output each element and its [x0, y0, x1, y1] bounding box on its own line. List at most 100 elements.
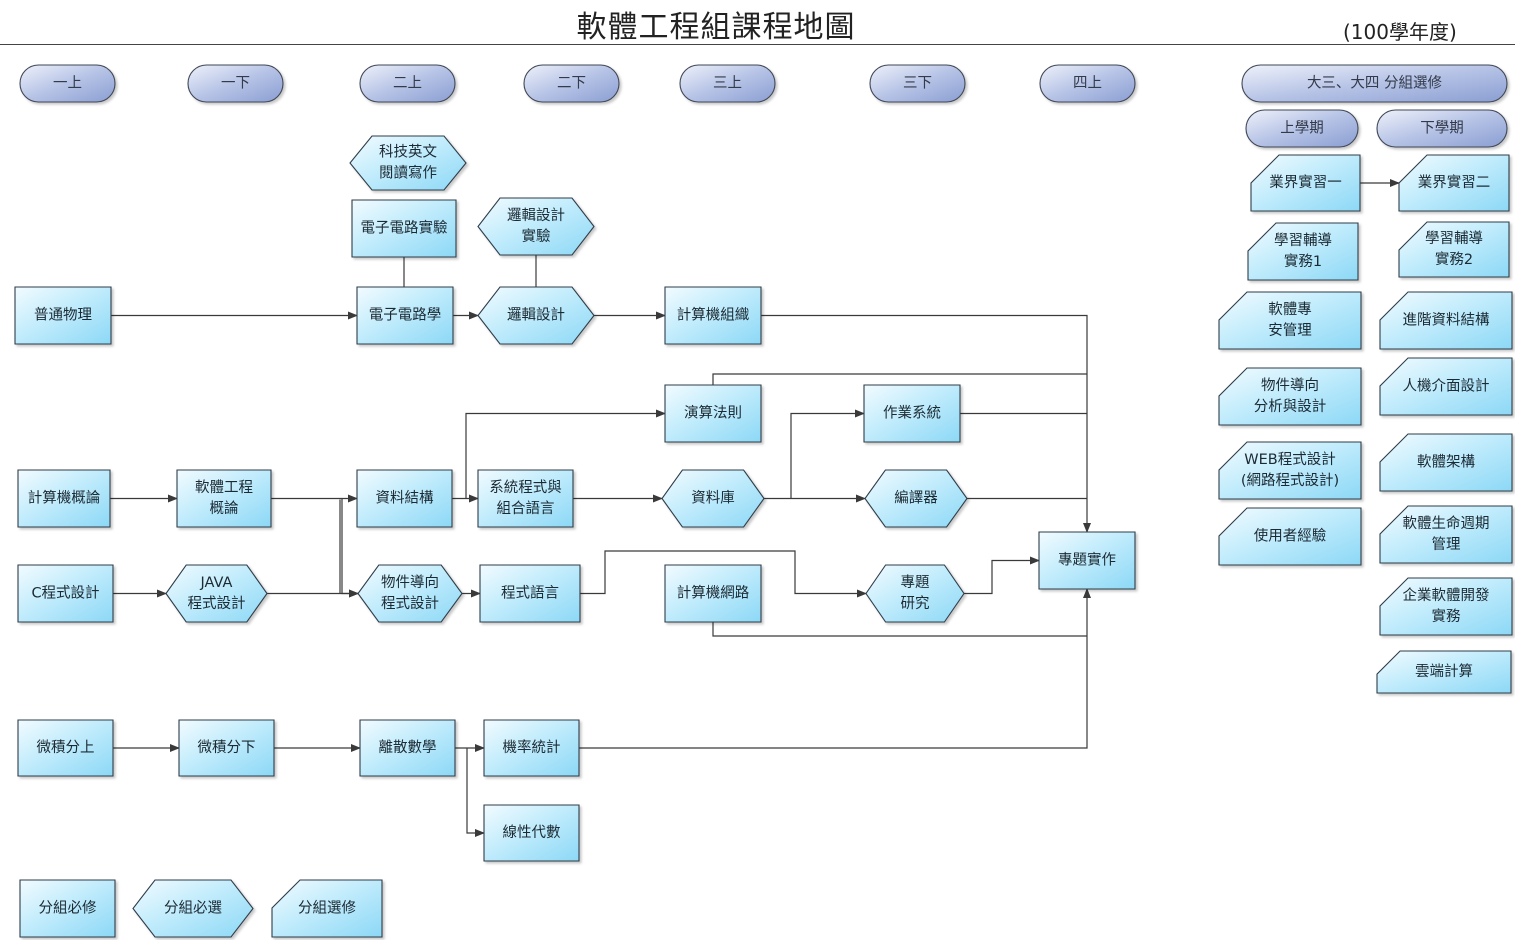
course-node-intern2[interactable]: 業界實習二: [1398, 154, 1510, 212]
course-label: 計算機概論: [28, 490, 101, 507]
legend-swatch: [19, 879, 116, 938]
course-shape-elective: [1379, 505, 1513, 564]
legend-item-elective: 分組選修: [271, 879, 383, 938]
course-node-discrete[interactable]: 離散數學: [359, 719, 456, 777]
course-label: 資料結構: [376, 490, 434, 507]
semester-pill: [1241, 64, 1508, 103]
course-node-algorithms[interactable]: 演算法則: [664, 384, 762, 443]
course-node-comp-org[interactable]: 計算機組織: [664, 286, 762, 345]
semester-pill: [1376, 109, 1508, 148]
course-label: 企業軟體開發: [1403, 586, 1490, 604]
legend-swatch: [132, 879, 254, 938]
course-node-intro-cs[interactable]: 計算機概論: [17, 469, 111, 528]
course-label: 演算法則: [684, 405, 742, 422]
course-label: 實務1: [1284, 252, 1322, 270]
semester-header-upper: 上學期: [1245, 109, 1359, 148]
course-node-database[interactable]: 資料庫: [661, 469, 765, 528]
course-node-ux[interactable]: 使用者經驗: [1218, 507, 1362, 566]
semester-header-lower: 下學期: [1376, 109, 1508, 148]
course-shape-required: [14, 286, 112, 345]
course-node-physics[interactable]: 普通物理: [14, 286, 112, 345]
course-node-web[interactable]: WEB程式設計(網路程式設計): [1218, 441, 1362, 500]
course-label: 閱讀寫作: [379, 164, 437, 182]
course-node-sw-arch[interactable]: 軟體架構: [1379, 433, 1513, 492]
course-label: 安管理: [1268, 322, 1312, 339]
course-node-data-struct[interactable]: 資料結構: [356, 469, 453, 528]
course-node-probability[interactable]: 機率統計: [483, 719, 580, 777]
course-label: 軟體工程: [195, 479, 253, 496]
course-node-os[interactable]: 作業系統: [863, 384, 961, 443]
course-node-hci[interactable]: 人機介面設計: [1379, 357, 1513, 416]
course-shape-elective: [1376, 650, 1512, 694]
course-label: 計算機組織: [677, 307, 750, 324]
legend-label: 分組必修: [39, 900, 97, 917]
course-label: 管理: [1432, 536, 1461, 553]
course-shape-required-elective: [349, 135, 467, 191]
course-label: 科技英文: [379, 143, 437, 161]
course-node-electronics[interactable]: 電子電路學: [356, 286, 454, 345]
semester-header-s2: 一下: [187, 64, 284, 103]
course-shape-elective: [1398, 154, 1510, 212]
course-shape-required-elective: [165, 564, 268, 623]
course-node-c-prog[interactable]: C程式設計: [17, 564, 114, 623]
course-label: 實務2: [1435, 250, 1473, 268]
course-shape-required-elective: [661, 469, 765, 528]
course-shape-elective: [1218, 441, 1362, 500]
course-shape-elective: [1218, 291, 1362, 350]
course-node-elec-lab[interactable]: 電子電路實驗: [351, 199, 457, 258]
course-label: 程式設計: [188, 595, 246, 612]
course-node-linear-algebra[interactable]: 線性代數: [483, 804, 580, 862]
course-node-adv-ds[interactable]: 進階資料結構: [1379, 291, 1513, 350]
course-shape-required: [17, 469, 111, 528]
course-shape-required: [479, 564, 581, 623]
course-label: 軟體專: [1268, 301, 1312, 318]
semester-label: 二上: [393, 75, 422, 92]
course-node-calc2[interactable]: 微積分下: [178, 719, 275, 777]
course-label: 邏輯設計: [507, 207, 565, 224]
edge-intro-se-to-oop: [341, 498, 359, 598]
course-node-calc1[interactable]: 微積分上: [17, 719, 114, 777]
course-label: 普通物理: [34, 307, 92, 324]
course-node-intern1[interactable]: 業界實習一: [1250, 154, 1361, 212]
course-label: 研究: [901, 595, 930, 612]
course-label: 物件導向: [1261, 377, 1319, 394]
course-node-capstone[interactable]: 專題實作: [1038, 531, 1136, 590]
course-label: WEB程式設計: [1244, 451, 1335, 468]
course-node-networks[interactable]: 計算機網路: [664, 564, 762, 623]
course-node-cloud[interactable]: 雲端計算: [1376, 650, 1512, 694]
course-shape-required: [477, 469, 574, 528]
course-shape-required-elective: [477, 197, 595, 256]
legend: 分組必修分組必選分組選修: [19, 879, 383, 938]
course-node-compiler[interactable]: 編譯器: [864, 469, 968, 528]
course-node-prog-lang[interactable]: 程式語言: [479, 564, 581, 623]
course-label: C程式設計: [31, 585, 99, 602]
course-label: 作業系統: [883, 405, 941, 422]
semester-header-s5: 三上: [679, 64, 776, 103]
edge-prog-lang-to-research: [580, 550, 867, 598]
edge-data-struct-to-algorithms: [465, 409, 666, 499]
academic-year: (100學年度): [1343, 20, 1457, 44]
course-shape-required: [17, 564, 114, 623]
course-shape-required: [664, 286, 762, 345]
course-node-logic[interactable]: 邏輯設計: [477, 286, 595, 345]
edge-comp-org-to-capstone: [761, 314, 1091, 533]
semester-pill: [869, 64, 966, 103]
semester-label: 上學期: [1280, 119, 1324, 137]
semester-headers: 一上一下二上二下三上三下四上大三、大四 分組選修上學期下學期: [19, 64, 1508, 148]
semester-header-s6: 三下: [869, 64, 966, 103]
semester-pill: [1039, 64, 1136, 103]
